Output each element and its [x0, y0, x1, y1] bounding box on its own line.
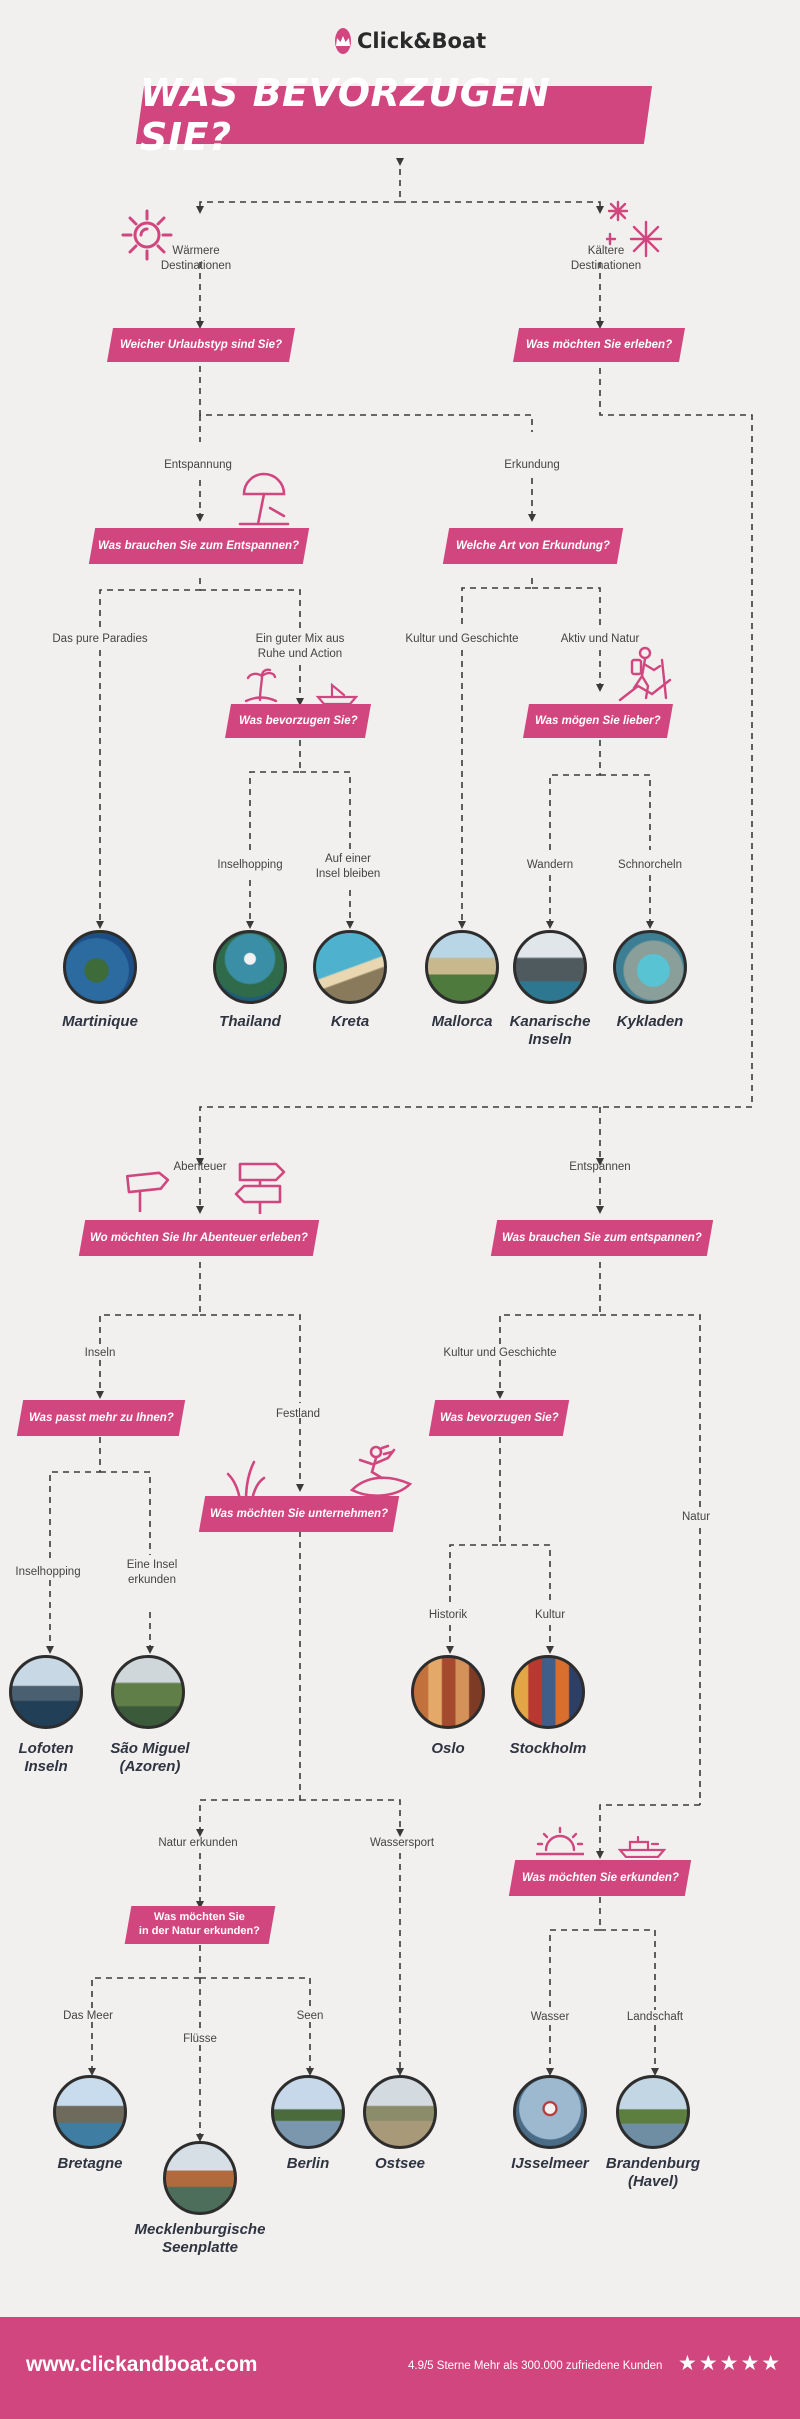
- label-erkundung: Erkundung: [504, 459, 560, 471]
- brand-logo[interactable]: Click&Boat: [335, 26, 486, 56]
- boat-icon: [316, 683, 358, 705]
- page-title: WAS BEVORZUGEN SIE?: [140, 71, 551, 159]
- page-title-banner: WAS BEVORZUGEN SIE?: [135, 71, 653, 159]
- question-urlaubstyp[interactable]: Weicher Urlaubstyp sind Sie?: [107, 328, 295, 362]
- destination-photo-ostsee[interactable]: [363, 2075, 437, 2149]
- destination-photo-mallorca[interactable]: [425, 930, 499, 1004]
- destination-photo-kreta[interactable]: [313, 930, 387, 1004]
- crown-logo-icon: [335, 28, 351, 54]
- label-wandern: Wandern: [526, 859, 574, 871]
- destination-brandenburg[interactable]: Brandenburg(Havel): [605, 2155, 701, 2190]
- hiker-icon: [618, 646, 672, 702]
- question-bevorzugen[interactable]: Was bevorzugen Sie?: [225, 704, 371, 738]
- destination-ostsee[interactable]: Ostsee: [374, 2155, 426, 2172]
- destination-oslo[interactable]: Oslo: [431, 1740, 465, 1757]
- signpost-icon: [125, 1171, 170, 1212]
- label-landschaft: Landschaft: [626, 2011, 684, 2023]
- destination-photo-brandenburg[interactable]: [616, 2075, 690, 2149]
- destination-kreta[interactable]: Kreta: [330, 1013, 370, 1030]
- signpost-icon: [234, 1162, 286, 1214]
- surfer-icon: [349, 1444, 413, 1497]
- destination-photo-stockholm[interactable]: [511, 1655, 585, 1729]
- destination-photo-oslo[interactable]: [411, 1655, 485, 1729]
- label-inseln: Inseln: [84, 1347, 116, 1359]
- question-erleben[interactable]: Was möchten Sie erleben?: [513, 328, 685, 362]
- sunset-icon: [536, 1826, 584, 1856]
- label-kultur-geschichte-2: Kultur und Geschichte: [443, 1347, 557, 1359]
- label-abenteuer: Abenteuer: [173, 1161, 227, 1173]
- destination-martinique[interactable]: Martinique: [62, 1013, 138, 1030]
- beach-umbrella-icon: [238, 472, 290, 526]
- destination-photo-mecklenburg[interactable]: [163, 2141, 237, 2215]
- destination-kykladen[interactable]: Kykladen: [616, 1013, 684, 1030]
- question-lieber[interactable]: Was mögen Sie lieber?: [523, 704, 673, 738]
- label-entspannung: Entspannung: [164, 459, 232, 471]
- destination-thailand[interactable]: Thailand: [219, 1013, 281, 1030]
- label-inselhopping-2: Inselhopping: [15, 1566, 81, 1578]
- destination-photo-berlin[interactable]: [271, 2075, 345, 2149]
- label-inselhopping: Inselhopping: [217, 859, 283, 871]
- ship-icon: [618, 1836, 666, 1858]
- label-wasser: Wasser: [530, 2011, 570, 2023]
- label-wassersport: Wassersport: [369, 1837, 435, 1849]
- destination-photo-sao-miguel[interactable]: [111, 1655, 185, 1729]
- question-abenteuer[interactable]: Wo möchten Sie Ihr Abenteuer erleben?: [78, 1220, 320, 1256]
- label-entspannen: Entspannen: [569, 1161, 631, 1173]
- star-rating-icon: ★★★★★: [678, 2352, 783, 2375]
- footer-rating-text: 4.9/5 Sterne Mehr als 300.000 zufriedene…: [408, 2360, 663, 2372]
- destination-mallorca[interactable]: Mallorca: [431, 1013, 493, 1030]
- destination-ijsselmeer[interactable]: IJsselmeer: [511, 2155, 589, 2172]
- question-entspannen[interactable]: Was brauchen Sie zum Entspannen?: [88, 528, 310, 564]
- question-erkundung[interactable]: Welche Art von Erkundung?: [442, 528, 624, 564]
- label-natur: Natur: [681, 1511, 711, 1523]
- destination-sao-miguel[interactable]: São Miguel(Azoren): [110, 1740, 190, 1775]
- label-paradies: Das pure Paradies: [52, 633, 148, 645]
- question-bevorzugen-2[interactable]: Was bevorzugen Sie?: [428, 1400, 570, 1436]
- label-schnorcheln: Schnorcheln: [618, 859, 682, 871]
- destination-photo-martinique[interactable]: [63, 930, 137, 1004]
- destination-photo-lofoten[interactable]: [9, 1655, 83, 1729]
- snowflake-icon: [606, 200, 663, 258]
- label-natur-erkunden: Natur erkunden: [158, 1837, 238, 1849]
- question-unternehmen[interactable]: Was möchten Sie unternehmen?: [198, 1496, 400, 1532]
- footer: www.clickandboat.com 4.9/5 Sterne Mehr a…: [0, 2317, 800, 2419]
- destination-stockholm[interactable]: Stockholm: [509, 1740, 587, 1757]
- label-seen: Seen: [296, 2010, 324, 2022]
- question-passt[interactable]: Was passt mehr zu Ihnen?: [16, 1400, 186, 1436]
- destination-bretagne[interactable]: Bretagne: [57, 2155, 123, 2172]
- label-kultur-geschichte: Kultur und Geschichte: [405, 633, 519, 645]
- label-historik: Historik: [428, 1609, 468, 1621]
- label-meer: Das Meer: [63, 2010, 113, 2022]
- question-entspannen-2[interactable]: Was brauchen Sie zum entspannen?: [490, 1220, 714, 1256]
- destination-photo-kanarische-inseln[interactable]: [513, 930, 587, 1004]
- destination-photo-bretagne[interactable]: [53, 2075, 127, 2149]
- destination-photo-ijsselmeer[interactable]: [513, 2075, 587, 2149]
- palm-island-icon: [244, 668, 278, 703]
- destination-photo-kykladen[interactable]: [613, 930, 687, 1004]
- label-aktiv-natur: Aktiv und Natur: [560, 633, 640, 645]
- sun-icon: [121, 209, 173, 261]
- question-erkunden[interactable]: Was möchten Sie erkunden?: [508, 1860, 692, 1896]
- label-kultur: Kultur: [534, 1609, 566, 1621]
- footer-url-link[interactable]: www.clickandboat.com: [26, 2353, 258, 2376]
- label-fluesse: Flüsse: [183, 2033, 217, 2045]
- destination-berlin[interactable]: Berlin: [286, 2155, 330, 2172]
- label-festland: Festland: [275, 1408, 321, 1420]
- brand-name: Click&Boat: [357, 29, 487, 53]
- destination-photo-thailand[interactable]: [213, 930, 287, 1004]
